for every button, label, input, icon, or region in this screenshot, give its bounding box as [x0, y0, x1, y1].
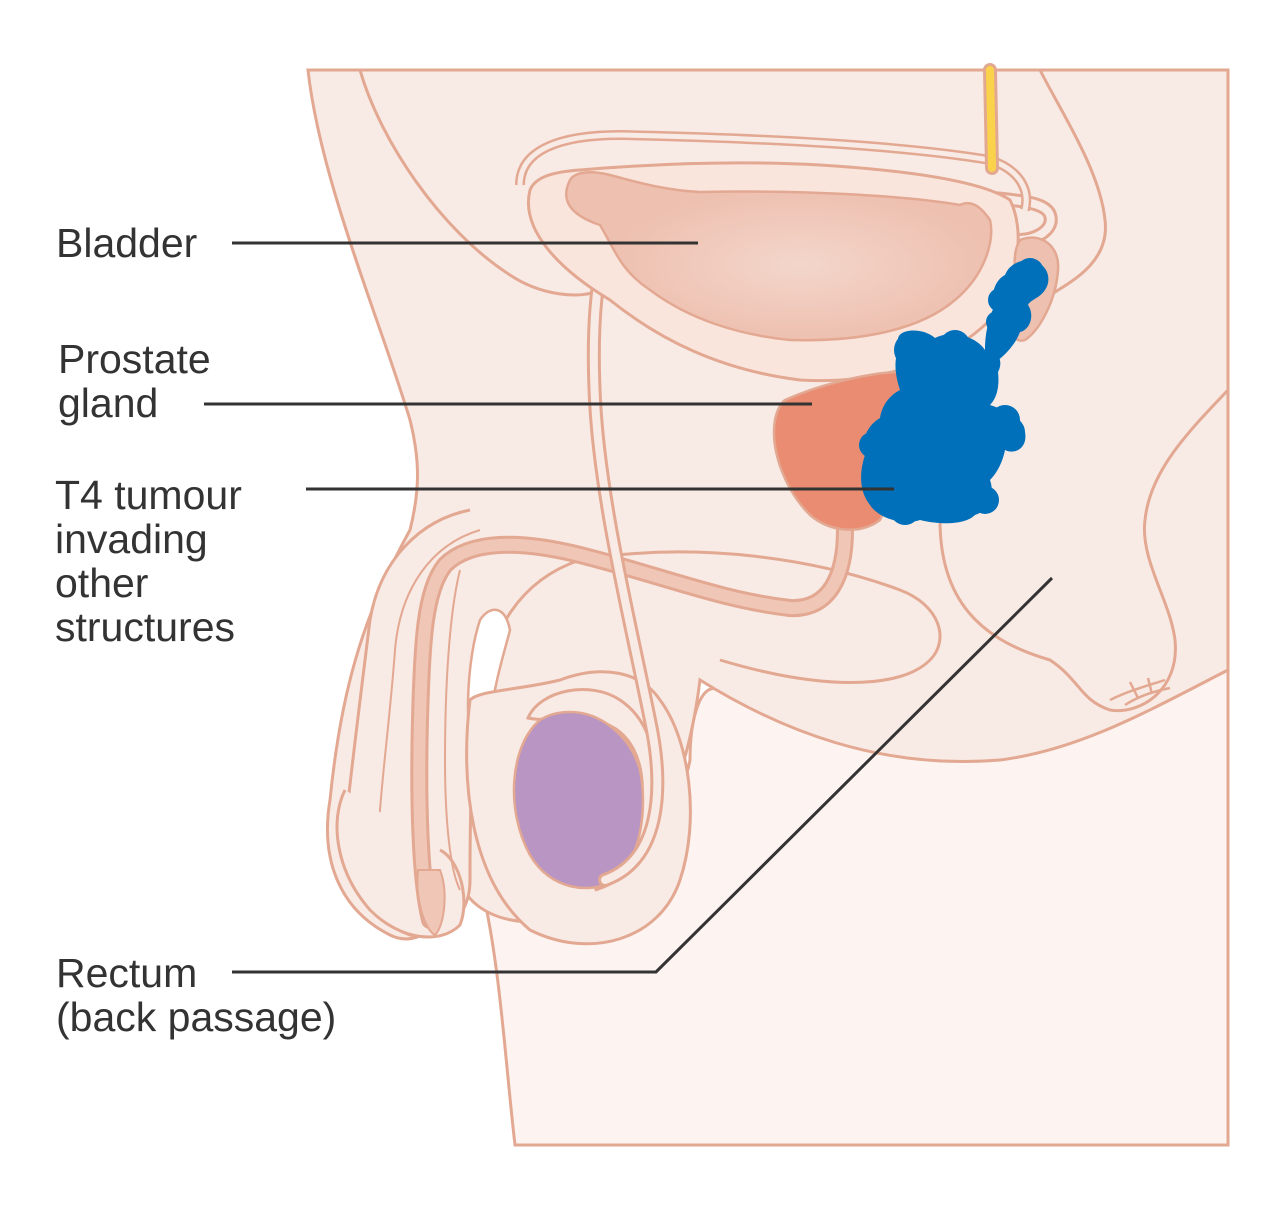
label-bladder-line-1: Bladder [56, 221, 197, 265]
label-rectum-line-1: Rectum [56, 951, 336, 995]
nerve-inner [990, 70, 992, 168]
label-bladder: Bladder [56, 221, 197, 265]
label-t4-tumour: T4 tumour invading other structures [55, 473, 242, 649]
label-prostate-line-1: Prostate [58, 337, 211, 381]
label-prostate-line-2: gland [58, 381, 211, 425]
label-tumour-line-2: invading [55, 517, 242, 561]
label-tumour-line-3: other [55, 561, 242, 605]
label-rectum: Rectum (back passage) [56, 951, 336, 1039]
label-prostate-gland: Prostate gland [58, 337, 211, 425]
label-rectum-line-2: (back passage) [56, 995, 336, 1039]
label-tumour-line-4: structures [55, 605, 242, 649]
label-tumour-line-1: T4 tumour [55, 473, 242, 517]
